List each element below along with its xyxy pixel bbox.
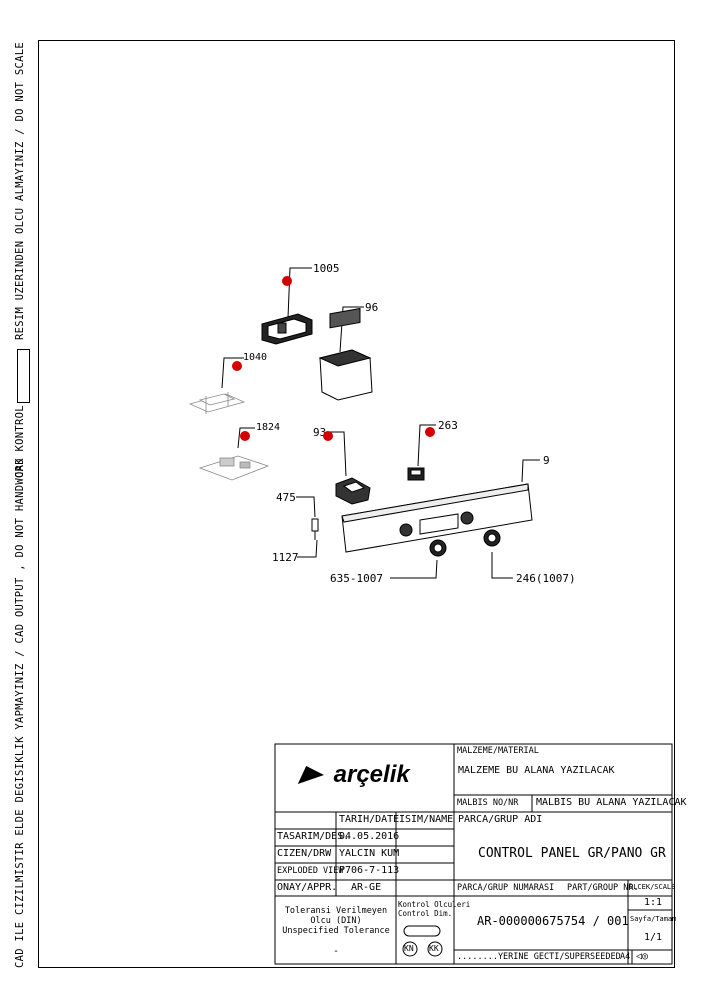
- kn-stamp: KN: [404, 944, 414, 953]
- part-96: [318, 307, 373, 401]
- row-drawn-label: CIZEN/DRW: [277, 848, 332, 859]
- kk-stamp: KK: [429, 944, 439, 953]
- group-name-value: CONTROL PANEL GR/PANO GR: [478, 846, 666, 861]
- callout-1005: 1005: [313, 262, 340, 275]
- callout-635-1007: 635-1007: [330, 572, 383, 585]
- callout-93: 93: [313, 426, 327, 439]
- paper-size: A4: [620, 952, 631, 962]
- name-header: ISIM/NAME: [399, 814, 454, 825]
- row-exploded-value: P706-7-113: [339, 865, 400, 876]
- callout-246-1007: 246(1007): [516, 572, 576, 585]
- scale-label: OLCEK/SCALE: [629, 883, 676, 891]
- part-93: [335, 477, 371, 505]
- part-1824: [198, 455, 270, 481]
- part-group-label: PART/GROUP NR.: [567, 883, 639, 893]
- marker-1824: [240, 431, 250, 441]
- callout-1824: 1824: [256, 422, 281, 433]
- logo-mark-icon: [297, 766, 329, 784]
- part-9-panel: [341, 483, 533, 557]
- part-263: [407, 467, 425, 481]
- tolerance-value: -: [333, 946, 340, 957]
- callout-475: 475: [276, 491, 296, 504]
- row-approval-label: ONAY/APPR.: [277, 882, 338, 893]
- callout-1040: 1040: [243, 352, 268, 363]
- marker-1005: [282, 276, 292, 286]
- row-approval-value: AR-GE: [351, 882, 382, 893]
- malbis-label: MALBIS NO/NR: [457, 798, 519, 808]
- sheet-value: 1/1: [644, 932, 663, 943]
- row-drawn-value: YALCIN KUM: [339, 848, 400, 859]
- row-exploded-label: EXPLODED VIEW: [277, 866, 344, 876]
- arcelik-logo: arçelik: [297, 761, 410, 789]
- part-475: [311, 518, 319, 540]
- malbis-value: MALBIS BU ALANA YAZILACAK: [536, 797, 687, 808]
- callout-96: 96: [365, 301, 379, 314]
- marker-1040: [232, 361, 242, 371]
- row-design-label: TASARIM/DES.: [277, 831, 350, 842]
- group-name-label: PARCA/GRUP ADI: [458, 814, 543, 825]
- group-no-label: PARCA/GRUP NUMARASI: [457, 883, 555, 893]
- marker-263: [425, 427, 435, 437]
- material-header: MALZEME/MATERIAL: [457, 746, 539, 756]
- callout-9: 9: [543, 454, 550, 467]
- cad-control-box: [17, 349, 30, 403]
- group-no-value: AR-000000675754 / 001: [477, 914, 629, 928]
- drawing-frame: [38, 40, 675, 968]
- date-header: TARIH/DATE: [339, 814, 400, 825]
- marker-93: [323, 431, 333, 441]
- part-1005: [261, 313, 313, 345]
- part-1040: [188, 392, 246, 414]
- projection-symbol-icon: ◁◎: [636, 951, 649, 962]
- tolerance-note: Toleransi Verilmeyen Olcu (DIN) Unspecif…: [282, 906, 390, 936]
- callout-263: 263: [438, 419, 458, 432]
- row-design-date: 04.05.2016: [339, 831, 400, 842]
- scale-value: 1:1: [644, 897, 663, 908]
- material-value: MALZEME BU ALANA YAZILACAK: [458, 765, 615, 776]
- callout-1127: 1127: [272, 551, 299, 564]
- superseded-label: ........YERINE GECTI/SUPERSEEDED: [457, 952, 621, 962]
- control-dim-note: Kontrol Olculeri Control Dim.: [398, 900, 471, 918]
- sheet-label: Sayfa/Tamam: [630, 915, 677, 923]
